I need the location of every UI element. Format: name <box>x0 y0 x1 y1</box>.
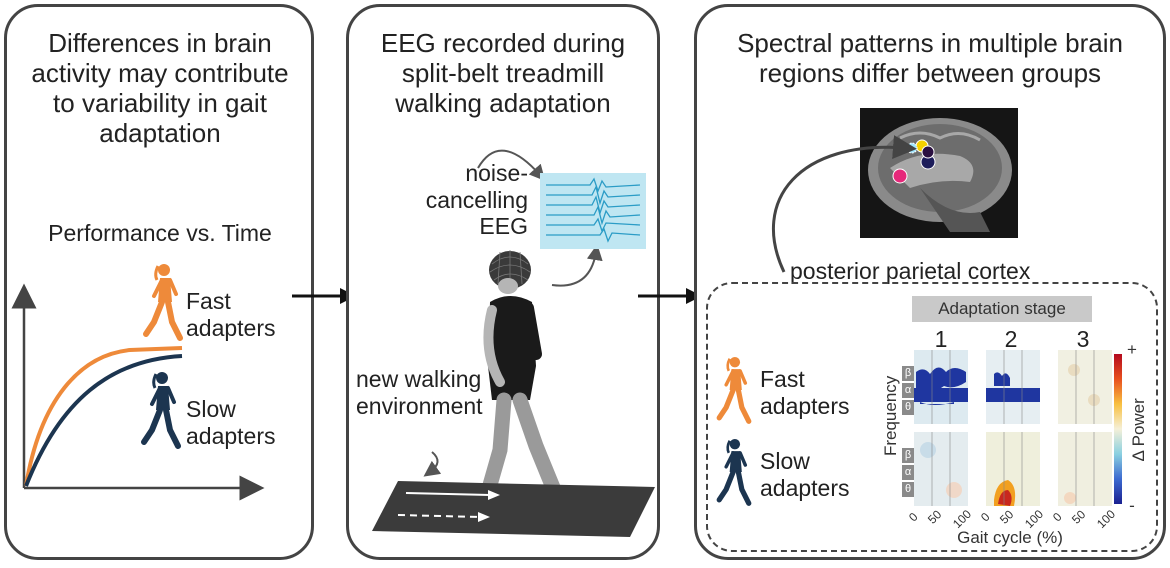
heatmap-slow-1 <box>914 432 968 506</box>
eeg-label: noise-cancelling EEG <box>425 160 528 240</box>
fast-curve <box>24 346 183 487</box>
panel1-title: Differences in brain activity may contri… <box>31 28 289 149</box>
colorbar <box>1114 354 1122 504</box>
environment-label: new walking environment <box>356 366 483 419</box>
band-beta: β <box>902 448 914 463</box>
slow-adapters-label: Slow adapters <box>186 396 276 449</box>
stage-label-1: 1 <box>934 326 948 352</box>
walking-woman-icon <box>143 264 183 341</box>
walking-woman-icon <box>716 438 752 506</box>
panel3-title: Spectral patterns in multiple brain regi… <box>737 28 1123 89</box>
region-label: posterior parietal cortex <box>790 258 1031 284</box>
heatmap-fast-1 <box>914 350 968 424</box>
eeg-waveforms <box>546 177 641 243</box>
band-beta: β <box>902 366 914 381</box>
band-alpha: α <box>902 465 914 480</box>
heatmap-fast-3 <box>1058 350 1112 424</box>
heatmap-fast-2 <box>986 350 1040 424</box>
walking-woman-icon <box>141 372 181 449</box>
colorbar-label: Δ Power <box>1129 398 1149 462</box>
person-with-eeg-cap-icon <box>474 250 570 508</box>
performance-plot <box>11 283 265 501</box>
walking-woman-icon <box>716 356 752 424</box>
colorbar-max: + <box>1127 340 1137 359</box>
fast-adapters-label-results: Fast adapters <box>760 366 850 419</box>
treadmill-icon <box>372 481 655 537</box>
heatmap-grid <box>914 350 1112 506</box>
stage-label-3: 3 <box>1076 326 1090 352</box>
band-alpha: α <box>902 383 914 398</box>
band-theta: θ <box>902 482 914 497</box>
stage-label-2: 2 <box>1004 326 1018 352</box>
heatmap-slow-2 <box>986 432 1040 506</box>
colorbar-min: - <box>1129 496 1135 515</box>
panel2-title: EEG recorded during split-belt treadmill… <box>380 28 626 119</box>
adaptation-stage-header: Adaptation stage <box>912 296 1092 322</box>
gait-cycle-axis-label: Gait cycle (%) <box>957 528 1063 547</box>
plot-title: Performance vs. Time <box>48 220 272 246</box>
band-theta: θ <box>902 400 914 415</box>
slow-adapters-label-results: Slow adapters <box>760 448 850 501</box>
slow-curve <box>24 354 183 487</box>
heatmap-slow-3 <box>1058 432 1112 506</box>
frequency-axis-label: Frequency <box>881 375 901 457</box>
fast-adapters-label: Fast adapters <box>186 288 276 341</box>
results-inset <box>706 282 1158 552</box>
